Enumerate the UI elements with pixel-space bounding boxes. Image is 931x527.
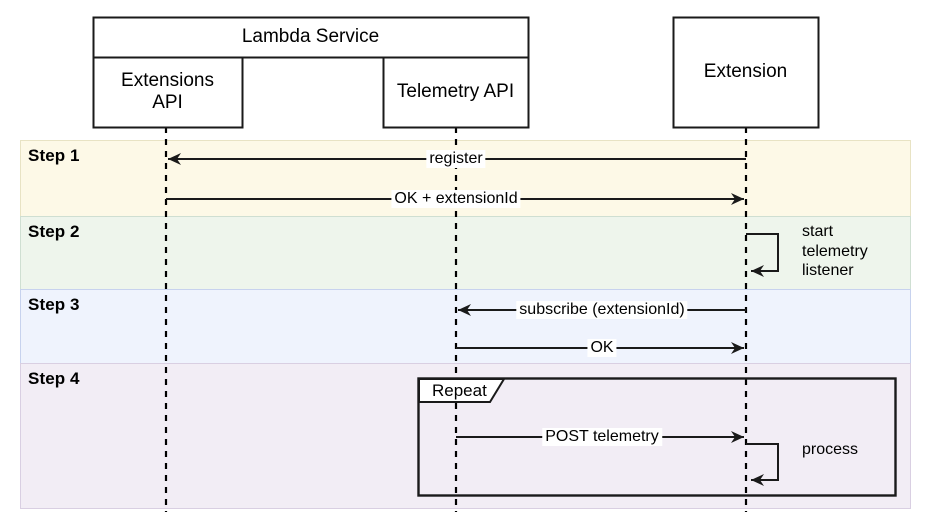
band-label-step-4: Step 4 bbox=[28, 369, 80, 388]
participant-box-lambda-service[interactable] bbox=[92, 16, 530, 59]
participant-label-extension: Extension bbox=[703, 61, 788, 82]
message-label-ok: OK bbox=[587, 339, 617, 357]
participant-box-extensions-api[interactable] bbox=[92, 56, 244, 129]
band-step-2 bbox=[20, 216, 911, 290]
band-label-step-1: Step 1 bbox=[28, 146, 80, 165]
participant-label-lambda-service: Lambda Service bbox=[241, 26, 380, 47]
participant-label-extensions-api: Extensions API bbox=[121, 70, 214, 113]
self-message-label-start-telemetry-listener: start telemetry listener bbox=[802, 223, 868, 280]
band-step-3 bbox=[20, 289, 911, 364]
message-label-ok-extensionid: OK + extensionId bbox=[391, 190, 521, 208]
band-label-step-2: Step 2 bbox=[28, 222, 80, 241]
self-message-label-process: process bbox=[802, 441, 859, 458]
self-message-process bbox=[746, 443, 779, 486]
fragment-outline bbox=[417, 377, 897, 497]
participant-box-extension[interactable] bbox=[672, 16, 820, 129]
band-label-step-3: Step 3 bbox=[28, 295, 80, 314]
participant-box-telemetry-api[interactable] bbox=[382, 56, 530, 129]
participant-boxes bbox=[92, 16, 820, 129]
message-label-post-telemetry: POST telemetry bbox=[542, 428, 662, 446]
fragment-label: Repeat bbox=[432, 381, 487, 400]
self-message-start-telemetry-listener bbox=[746, 233, 779, 277]
message-label-register: register bbox=[426, 150, 486, 168]
repeat-fragment-shape bbox=[417, 377, 897, 497]
step-bands bbox=[20, 140, 911, 509]
message-label-subscribe: subscribe (extensionId) bbox=[516, 301, 688, 319]
participant-label-telemetry-api: Telemetry API bbox=[396, 81, 515, 102]
fragment-tab bbox=[418, 378, 506, 403]
